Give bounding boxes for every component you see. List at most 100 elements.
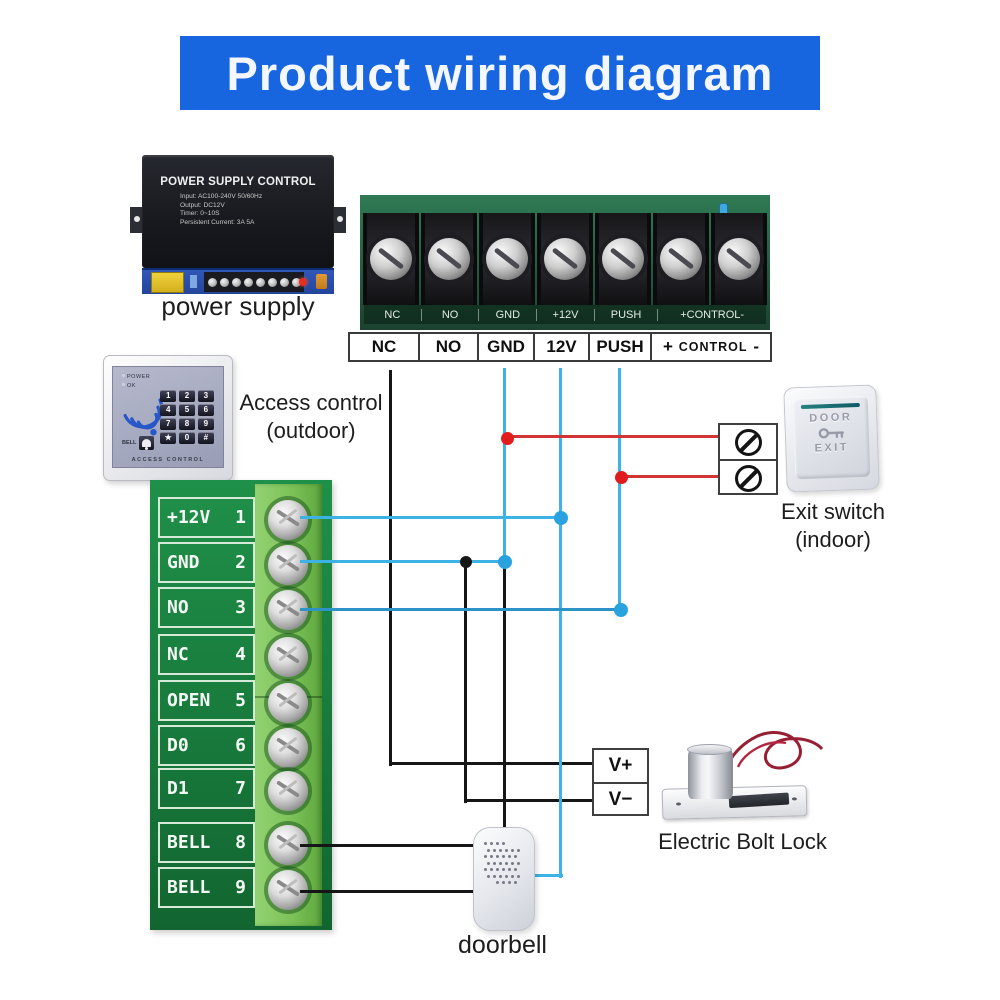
key-icon bbox=[818, 428, 844, 439]
plate-screw-icon bbox=[675, 802, 682, 806]
terminal-number: 5 bbox=[235, 690, 246, 711]
screw-icon bbox=[428, 238, 470, 280]
keypad-key-8: 8 bbox=[178, 418, 196, 430]
screw-icon bbox=[268, 637, 308, 677]
doorbell-photo bbox=[473, 827, 535, 931]
terminal-label-row: NC NO GND 12V PUSH + CONTROL - bbox=[348, 332, 772, 362]
keypad-key-2: 2 bbox=[178, 390, 196, 402]
speaker-hole bbox=[517, 848, 520, 852]
speaker-hole bbox=[502, 881, 505, 884]
speaker-hole bbox=[493, 848, 496, 852]
speaker-hole bbox=[517, 874, 520, 878]
speaker-hole bbox=[511, 861, 514, 865]
terminal-number: 2 bbox=[235, 552, 246, 573]
lock-wire-coil-icon bbox=[726, 731, 824, 770]
terminal-cell-push: PUSH bbox=[590, 334, 652, 360]
screw-icon bbox=[279, 277, 289, 287]
screw-icon bbox=[243, 277, 253, 287]
screw-icon bbox=[219, 277, 229, 287]
page-title: Product wiring diagram bbox=[226, 46, 774, 100]
pcb-label: +12V bbox=[536, 308, 594, 321]
wire-gnd-branch-to-vminus bbox=[465, 798, 594, 802]
transformer-icon bbox=[151, 272, 184, 293]
junction-12v-terminal1 bbox=[554, 511, 568, 525]
screw-icon bbox=[291, 277, 301, 287]
keypad-key-6: 6 bbox=[197, 404, 214, 416]
keypad-key-4: 4 bbox=[160, 404, 177, 416]
terminal-row-open5: OPEN 5 bbox=[158, 680, 255, 721]
keypad-key-1: 1 bbox=[160, 390, 177, 402]
terminal-screw-unit bbox=[421, 213, 477, 305]
bolt-lock-caption: Electric Bolt Lock bbox=[658, 829, 827, 854]
speaker-hole bbox=[487, 861, 490, 865]
terminal-screw-unit bbox=[363, 213, 419, 305]
terminal-number: 8 bbox=[235, 832, 246, 853]
screw-icon bbox=[718, 238, 760, 280]
terminal-row-gnd2: GND 2 bbox=[158, 542, 255, 583]
terminal-screw-unit bbox=[479, 213, 535, 305]
wire-gnd-to-exit-top bbox=[506, 434, 718, 438]
lock-terminal-vplus: V+ bbox=[594, 750, 647, 784]
terminal-number: 9 bbox=[235, 877, 246, 898]
speaker-hole bbox=[484, 855, 487, 858]
screw-icon bbox=[268, 683, 308, 723]
power-supply-photo: POWER SUPPLY CONTROL Input: AC100-240V 5… bbox=[130, 155, 346, 294]
speaker-hole bbox=[508, 855, 511, 858]
wire-push-to-exit-bottom bbox=[620, 474, 718, 478]
speaker-grille bbox=[484, 842, 522, 890]
control-plus: + bbox=[663, 337, 673, 356]
speaker-hole bbox=[484, 868, 487, 871]
speaker-hole bbox=[499, 848, 502, 852]
speaker-hole bbox=[511, 874, 514, 878]
wire-12v-down bbox=[558, 368, 562, 878]
terminal-block-photo: NC NO GND +12V PUSH +CONTROL- bbox=[360, 195, 770, 330]
terminal-screw-unit bbox=[537, 213, 593, 305]
wire-terminal2-to-gnd bbox=[300, 559, 506, 563]
terminal-name: D0 bbox=[167, 735, 189, 756]
speaker-hole bbox=[508, 868, 511, 871]
screw-icon bbox=[660, 238, 702, 280]
terminal-name: OPEN bbox=[167, 690, 211, 711]
screw-icon bbox=[268, 771, 308, 811]
terminal-cell-no: NO bbox=[420, 334, 479, 360]
access-control-caption: Access control (outdoor) bbox=[236, 389, 386, 445]
bell-row: BELL bbox=[122, 436, 155, 450]
terminal-row-nc4: NC 4 bbox=[158, 634, 255, 675]
power-supply-title: POWER SUPPLY CONTROL bbox=[160, 176, 316, 188]
speaker-hole bbox=[484, 842, 487, 845]
mounting-ear-icon bbox=[333, 207, 346, 233]
screw-icon bbox=[267, 277, 277, 287]
speaker-hole bbox=[517, 861, 520, 865]
access-control-brand: ACCESS CONTROL bbox=[131, 456, 205, 463]
terminal-name: NC bbox=[167, 644, 189, 665]
lock-terminal-box: V+ V− bbox=[592, 748, 649, 816]
junction-doorbell-black bbox=[460, 556, 472, 568]
junction-exit-bottom bbox=[614, 470, 628, 484]
exit-word: EXIT bbox=[814, 441, 850, 455]
terminal-number: 4 bbox=[235, 644, 246, 665]
terminal-name: GND bbox=[167, 552, 200, 573]
exit-switch-caption: Exit switch (indoor) bbox=[763, 498, 903, 554]
speaker-hole bbox=[493, 874, 496, 878]
screw-icon bbox=[207, 277, 217, 287]
power-supply-caption: power supply bbox=[161, 291, 315, 321]
wire-gnd-to-doorbell-top bbox=[502, 562, 506, 830]
page-title-banner: Product wiring diagram bbox=[180, 36, 820, 110]
power-supply-body: POWER SUPPLY CONTROL Input: AC100-240V 5… bbox=[142, 155, 334, 268]
speaker-hole bbox=[502, 868, 505, 871]
caption-line: Access control bbox=[239, 390, 383, 415]
ok-led-label: OK bbox=[122, 383, 136, 389]
speaker-hole bbox=[514, 881, 517, 884]
screw-terminal-icon bbox=[734, 464, 762, 492]
wire-nc-down bbox=[388, 370, 392, 766]
spec-line: Output: DC12V bbox=[180, 201, 225, 209]
spec-line: Input: AC100-240V 50/60Hz bbox=[180, 193, 263, 200]
